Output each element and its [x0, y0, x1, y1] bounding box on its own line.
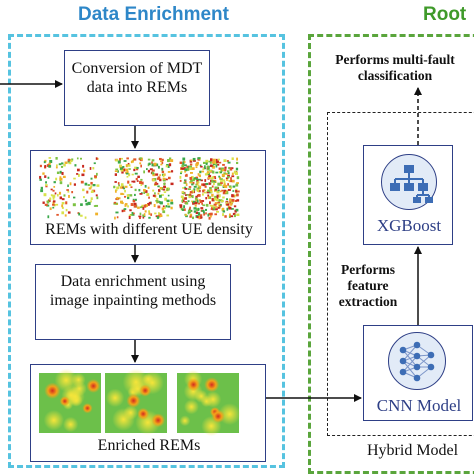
decision-tree-icon — [381, 154, 437, 210]
sparse-rem-map — [113, 157, 174, 220]
xgboost-box: XGBoost — [363, 145, 453, 245]
xgboost-label: XGBoost — [376, 216, 442, 235]
rems-box: REMs with different UE density — [30, 150, 266, 245]
enriched-rems-caption: Enriched REMs — [97, 437, 201, 454]
rems-caption: REMs with different UE density — [45, 221, 253, 238]
conversion-step-text: Conversion of MDT data into REMs — [71, 60, 203, 96]
rem-sparse-maps — [39, 157, 240, 220]
enriched-rem-map — [105, 368, 167, 435]
rem-enriched-maps — [39, 368, 241, 437]
cnn-model-label: CNN Model — [376, 396, 462, 415]
enriched-rems-box: Enriched REMs — [30, 364, 266, 462]
data-enrichment-panel — [8, 34, 285, 468]
multi-fault-output-text: Performs multi-fault classification — [335, 52, 455, 83]
cnn-model-box: CNN Model — [363, 325, 473, 421]
enriched-rem-map — [39, 368, 101, 433]
neural-network-icon — [388, 332, 446, 390]
hybrid-model-label: Hybrid Model — [365, 442, 461, 460]
root-panel — [308, 34, 474, 474]
hybrid-model-panel — [327, 112, 474, 436]
conversion-step-box: Conversion of MDT data into REMs — [64, 50, 210, 126]
inpainting-step-box: Data enrichment using image inpainting m… — [35, 264, 231, 340]
root-title: Root — [423, 4, 467, 25]
sparse-rem-map — [39, 157, 100, 219]
inpainting-step-text: Data enrichment using image inpainting m… — [49, 273, 217, 309]
feature-extraction-text: Performs feature extraction — [338, 262, 398, 309]
enriched-rem-map — [177, 370, 241, 437]
sparse-rem-map — [179, 157, 240, 220]
data-enrichment-title: Data Enrichment — [78, 4, 229, 25]
